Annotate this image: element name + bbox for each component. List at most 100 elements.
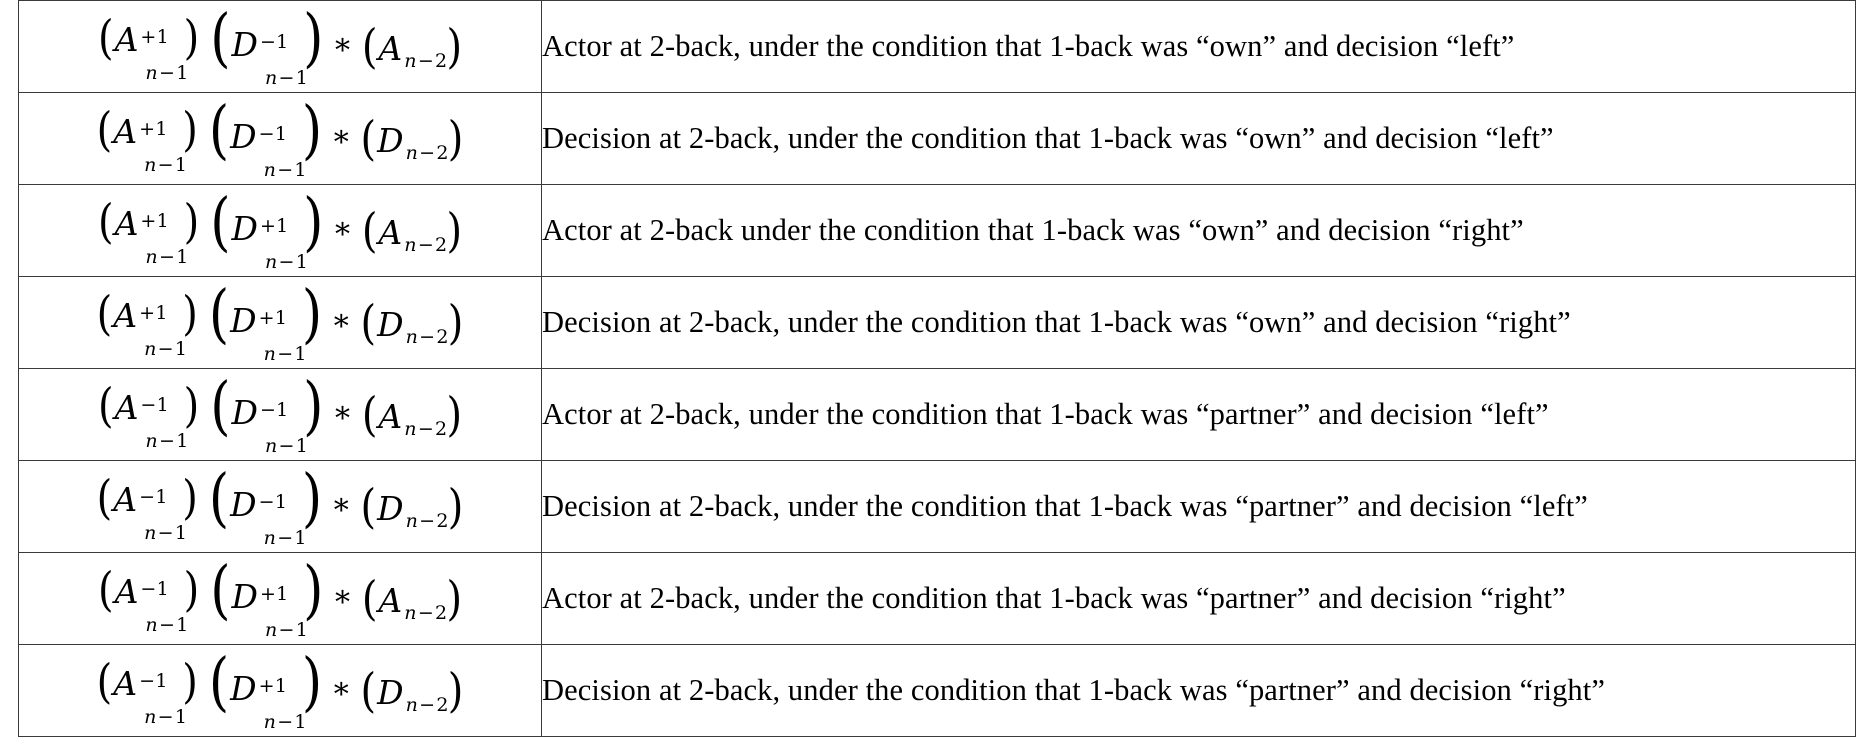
term-decision-1back-sub-minus: − <box>278 618 295 641</box>
term-actor-1back-open-paren: ( <box>96 470 113 526</box>
term-actor-1back-open-paren: ( <box>97 562 114 618</box>
term-2back-sub-minus: − <box>417 601 435 624</box>
term-decision-1back-open-paren: ( <box>210 370 231 444</box>
term-decision-1back-subscript: n−1 <box>264 434 309 457</box>
term-actor-1back-subscript: n−1 <box>144 337 188 360</box>
term-2back-subscript: n−2 <box>404 49 447 72</box>
term-decision-1back-sub-num: 1 <box>295 434 309 457</box>
term-decision-1back-sub-var: n <box>264 434 278 457</box>
term-decision-1back-subscript: n−1 <box>265 66 309 89</box>
term-2back-sub-num: 2 <box>435 601 448 624</box>
term-2back-symbol: A <box>378 28 403 68</box>
term-actor-1back-sub-minus: − <box>158 613 176 636</box>
term-decision-1back-symbol: D <box>230 117 257 157</box>
term-decision-1back-sub-num: 1 <box>295 618 309 641</box>
term-2back-sub-var: n <box>404 233 417 256</box>
term-decision-1back-subscript: n−1 <box>264 250 308 273</box>
term-decision-1back-close-paren: ) <box>303 186 324 260</box>
term-decision-1back-superscript: +1 <box>259 215 289 238</box>
term-decision-1back-close-paren: ) <box>303 554 324 628</box>
term-2back-close-paren: ) <box>447 111 464 166</box>
term-2back-subscript: n−2 <box>406 141 449 164</box>
term-decision-1back-supsub: +1 n−1 <box>259 216 308 271</box>
term-actor-1back-sub-num: 1 <box>174 337 188 360</box>
term-decision-1back-subscript: n−1 <box>263 526 307 549</box>
term-2back-subscript: n−2 <box>404 601 448 624</box>
term-decision-1back-sub-var: n <box>264 250 278 273</box>
term-decision-1back-sub-var: n <box>263 710 277 733</box>
term-decision-1back-sub-var: n <box>263 526 277 549</box>
term-2back-symbol: D <box>377 672 404 712</box>
term-2back-sub-minus: − <box>417 233 435 256</box>
term-2back-sub-minus: − <box>419 141 436 164</box>
term-2back-sub-num: 2 <box>435 417 448 440</box>
term-actor-1back-sub-var: n <box>144 521 157 544</box>
term-actor-1back-sub-minus: − <box>157 337 174 360</box>
term-decision-1back-close-paren: ) <box>301 646 323 720</box>
term-2back-open-paren: ( <box>360 479 377 534</box>
interaction-operator: ∗ <box>331 670 352 706</box>
term-actor-1back-subscript: n−1 <box>145 63 188 83</box>
term-2back-close-paren: ) <box>447 295 464 350</box>
term-actor-1back-sub-num: 1 <box>176 429 189 452</box>
term-actor-1back-subscript: n−1 <box>145 613 189 636</box>
term-2back-open-paren: ( <box>361 19 378 74</box>
term-decision-1back-symbol: D <box>231 577 258 617</box>
term-actor-1back-subscript: n−1 <box>145 245 189 268</box>
term-decision-1back-sub-minus: − <box>278 66 295 89</box>
term-decision-1back-superscript: −1 <box>259 31 289 54</box>
term-2back-sub-minus: − <box>417 49 435 72</box>
term-decision-1back-subscript: n−1 <box>264 344 307 364</box>
term-actor-1back-superscript: −1 <box>139 670 168 693</box>
term-decision-1back-close-paren: ) <box>301 462 323 536</box>
term-2back-close-paren: ) <box>446 571 463 626</box>
term-actor-1back-symbol: A <box>113 296 138 336</box>
term-actor-1back-superscript: +1 <box>140 26 170 49</box>
term-actor-1back-symbol: A <box>113 480 138 520</box>
term-decision-1back-symbol: D <box>231 393 258 433</box>
term-2back-sub-num: 2 <box>436 509 449 532</box>
term-actor-1back-open-paren: ( <box>97 10 114 66</box>
term-actor-1back-close-paren: ) <box>183 378 200 434</box>
term-decision-1back-symbol: D <box>230 669 257 709</box>
interaction-operator: ∗ <box>331 118 352 154</box>
term-decision-1back-superscript: +1 <box>258 307 288 330</box>
term-decision-1back-sub-num: 1 <box>295 66 309 89</box>
term-2back-open-paren: ( <box>360 295 377 350</box>
term-decision-1back-close-paren: ) <box>301 278 323 352</box>
term-decision-1back-subscript: n−1 <box>264 160 307 180</box>
term-actor-1back-sub-num: 1 <box>174 705 188 728</box>
description-cell: Decision at 2-back, under the condition … <box>541 460 1856 553</box>
term-decision-1back-superscript: −1 <box>259 399 289 422</box>
term-actor-1back-close-paren: ) <box>182 654 198 710</box>
term-actor-1back-superscript: −1 <box>140 578 170 601</box>
term-actor-1back-sub-num: 1 <box>176 245 189 268</box>
description-cell: Decision at 2-back, under the condition … <box>541 644 1856 737</box>
term-2back-subscript: n−2 <box>404 233 447 256</box>
term-2back-sub-var: n <box>404 49 417 72</box>
term-actor-1back-sub-num: 1 <box>176 613 189 636</box>
term-decision-1back-symbol: D <box>230 301 257 341</box>
term-actor-1back-symbol: A <box>114 388 139 428</box>
term-decision-1back-symbol: D <box>231 25 258 65</box>
term-actor-1back-superscript: +1 <box>139 118 168 141</box>
